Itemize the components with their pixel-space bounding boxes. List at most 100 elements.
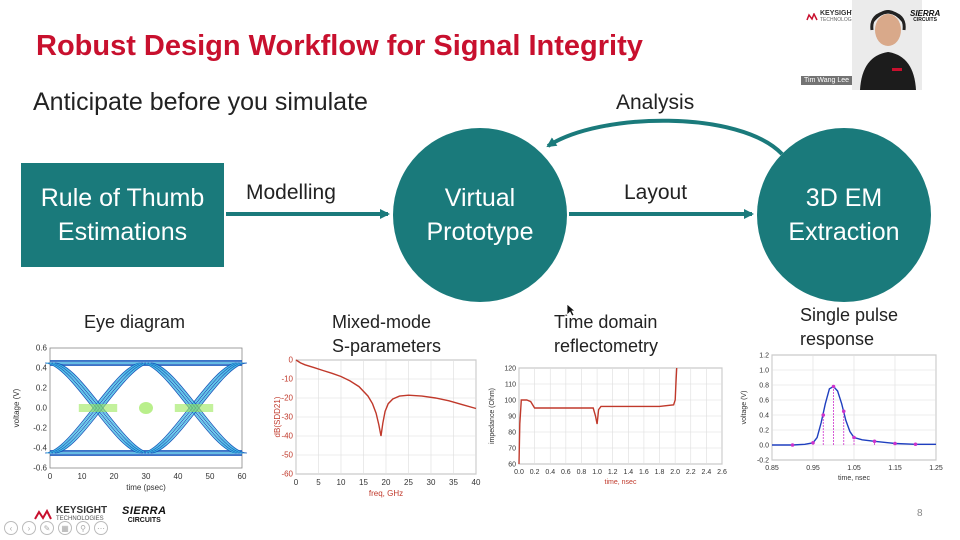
tdr-title-line2: reflectometry [554,336,659,356]
y-tick-label: -0.2 [33,424,47,433]
more-options-icon[interactable]: ⋯ [94,521,108,535]
x-axis-label: time, nsec [605,479,637,486]
sample-point [852,435,856,440]
zoom-icon[interactable]: ⚲ [76,521,90,535]
x-tick-label: 0.6 [561,469,571,476]
slide-subtitle: Anticipate before you simulate [33,88,368,116]
mouse-cursor-icon [566,303,576,317]
x-axis-label: freq, GHz [369,489,403,498]
y-tick-label: -40 [281,432,293,441]
x-tick-label: 0.2 [530,469,540,476]
cam-sierra-wordmark: SIERRA [910,9,941,18]
sample-point [841,409,846,414]
x-tick-label: 1.2 [608,469,618,476]
sample-point [872,439,877,444]
y-tick-label: -10 [281,375,293,384]
y-tick-label: 60 [508,461,516,468]
y-tick-label: 0.6 [36,344,48,353]
webcam-name-tag: Tim Wang Lee [801,76,852,85]
cam-keysight-sub: TECHNOLOGIES [820,17,860,23]
y-tick-label: 0.8 [759,382,769,389]
sparam-title-line1: Mixed-mode [332,312,432,332]
y-tick-label: 0.4 [36,364,48,373]
x-tick-label: 1.05 [847,465,861,472]
eye-dense-region [78,404,118,412]
y-tick-label: 0.2 [36,384,48,393]
presenter-avatar [852,0,922,90]
cam-keysight-logo: KEYSIGHT TECHNOLOGIES [806,10,860,23]
x-tick-label: 1.8 [655,469,665,476]
y-tick-label: 0.6 [759,397,769,404]
x-axis-label: time, nsec [838,475,870,482]
x-tick-label: 30 [427,478,436,487]
y-tick-label: 1.0 [759,367,769,374]
virtual-prototype-circle: Virtual Prototype [393,128,567,302]
y-tick-label: -50 [281,451,293,460]
impedance-line [518,367,678,465]
x-tick-label: 2.6 [717,469,727,476]
x-tick-label: 1.25 [929,465,943,472]
y-tick-label: -0.4 [33,444,47,453]
x-tick-label: 1.4 [623,469,633,476]
sierra-wordmark: SIERRA [122,505,167,517]
x-tick-label: 0.0 [514,469,524,476]
em-extraction-line2: Extraction [788,218,900,246]
x-tick-label: 15 [359,478,368,487]
x-tick-label: 0 [48,472,53,481]
page-number: 8 [917,508,923,519]
y-tick-label: 0.2 [759,427,769,434]
y-axis-label: impedance (Ohm) [489,388,496,444]
x-tick-label: 30 [142,472,151,481]
sparam-title: Mixed-mode S-parameters [332,310,441,358]
x-tick-label: 10 [78,472,87,481]
y-tick-label: 80 [508,429,516,436]
y-tick-label: 0 [289,356,294,365]
eye-dense-region [174,404,214,412]
x-tick-label: 0 [294,478,299,487]
y-axis-label: dB(SDD21) [273,396,282,437]
x-tick-label: 25 [404,478,413,487]
x-tick-label: 50 [206,472,215,481]
cam-sierra-logo: SIERRA CIRCUITS [910,10,940,24]
virtual-prototype-line2: Prototype [426,218,534,246]
eye-diagram-title: Eye diagram [84,312,186,332]
x-tick-label: 0.95 [806,465,820,472]
x-tick-label: 40 [174,472,183,481]
sample-point [790,443,795,447]
y-tick-label: -0.2 [757,457,769,464]
x-tick-label: 1.0 [592,469,602,476]
y-tick-label: 1.2 [759,352,769,359]
rule-of-thumb-line1: Rule of Thumb [40,184,205,212]
y-tick-label: 120 [504,365,516,372]
x-tick-label: 60 [238,472,247,481]
pulse-title: Single pulse response [800,303,898,351]
layout-label: Layout [624,181,688,204]
rule-of-thumb-box: Rule of Thumb Estimations [21,163,224,267]
tdr-title: Time domain reflectometry [554,310,658,358]
slides-grid-icon[interactable]: ▦ [58,521,72,535]
sierra-logo: SIERRA CIRCUITS [122,505,167,525]
analysis-label: Analysis [616,91,695,114]
keysight-wordmark: KEYSIGHT [56,505,108,516]
pen-icon[interactable]: ✎ [40,521,54,535]
keysight-wave-icon [34,509,52,520]
sample-point [913,442,918,447]
cam-sierra-sub: CIRCUITS [913,17,937,23]
keysight-logo: KEYSIGHT TECHNOLOGIES [34,506,107,524]
next-slide-icon[interactable]: › [22,521,36,535]
sample-point [831,384,836,389]
x-tick-label: 35 [449,478,458,487]
x-tick-label: 0.4 [545,469,555,476]
presentation-toolbar[interactable]: ‹ › ✎ ▦ ⚲ ⋯ [4,521,108,535]
tdr-title-line1: Time domain [554,312,658,332]
x-tick-label: 0.85 [765,465,779,472]
eye-crossing-hotspot [139,402,153,414]
y-tick-label: 0.0 [36,404,48,413]
prev-slide-icon[interactable]: ‹ [4,521,18,535]
x-tick-label: 40 [472,478,481,487]
y-tick-label: 0.0 [759,442,769,449]
